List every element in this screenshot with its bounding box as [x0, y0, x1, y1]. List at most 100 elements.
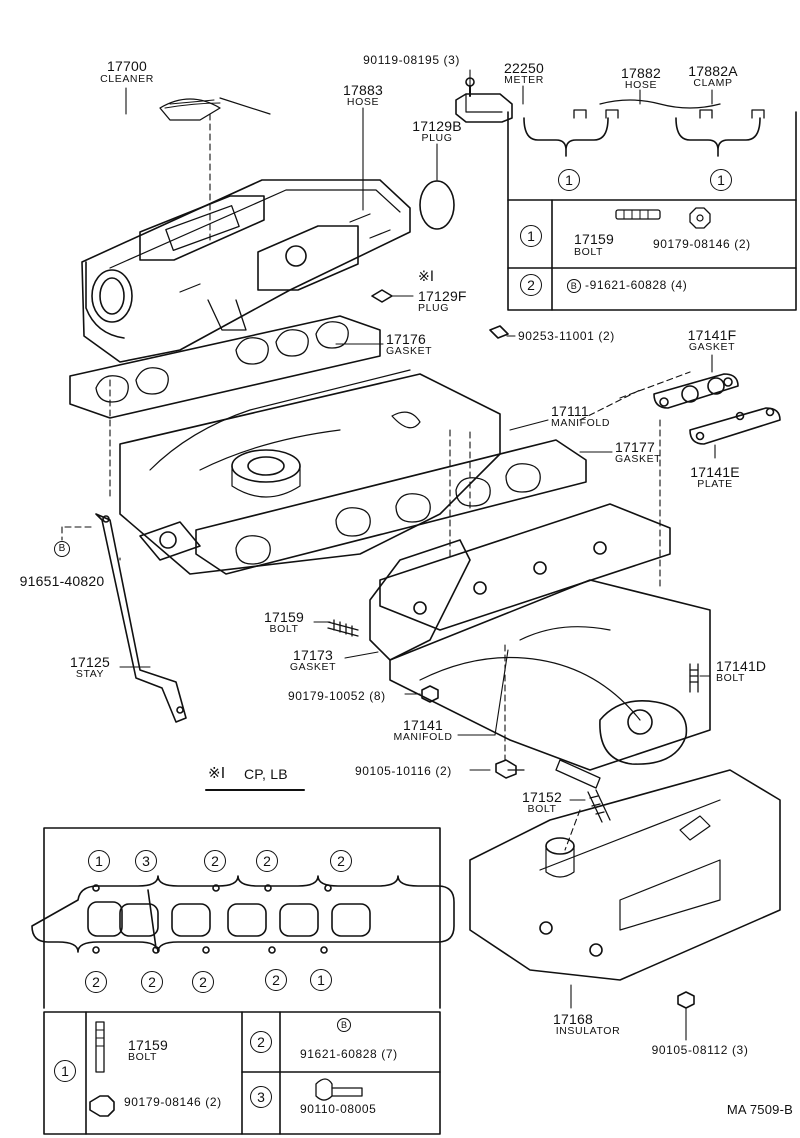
part-no-17700: 17700: [107, 58, 147, 74]
badge-b-91651: B: [54, 541, 70, 557]
part-no-17129f: 17129F: [418, 288, 467, 304]
part-no-17141e: 17141E: [690, 464, 740, 480]
assembly-dashes: [61, 113, 691, 851]
part-name-manifold-17111: MANIFOLD: [551, 417, 611, 429]
part-no-17141f: 17141F: [687, 327, 737, 343]
bolt-17159-stud: [327, 619, 359, 637]
note-text: CP, LB: [244, 766, 288, 782]
part-name-clamp: CLAMP: [693, 77, 733, 89]
part-no-17883: 17883: [343, 82, 383, 98]
insulator-17168: [469, 769, 781, 981]
lower-top-key-4: 2: [330, 850, 352, 872]
exhaust-manifold-17141: [379, 503, 711, 789]
part-no-17129b: 17129B: [412, 118, 462, 134]
upper-row1-bolt-name: BOLT: [574, 246, 604, 258]
lower-top-key-3: 2: [256, 850, 278, 872]
part-no-90179-10052: 90179-10052 (8): [288, 689, 386, 703]
part-no-17152: 17152: [522, 789, 562, 805]
lower-row1-key: 1: [54, 1060, 76, 1082]
upper-row2-sep: -: [585, 278, 590, 293]
hose-panel: [507, 99, 797, 311]
part-name-insulator: INSULATOR: [555, 1025, 621, 1037]
lower-top-key-2: 2: [204, 850, 226, 872]
part-no-90105-08112: 90105-08112 (3): [651, 1043, 749, 1057]
gasket-panel: [31, 827, 455, 1009]
upper-row1-key: 1: [520, 225, 542, 247]
part-no-17159: 17159: [264, 609, 304, 625]
upper-row1-bolt-no: 17159: [574, 231, 614, 247]
part-name-stay: STAY: [75, 668, 105, 680]
part-name-bolt-17141d: BOLT: [716, 672, 746, 684]
bolt-90105-10116: [495, 759, 525, 779]
mark-17129f: ※Ⅰ: [418, 268, 435, 284]
meter-part: [455, 77, 513, 123]
lower-row3-no: 90110-08005: [300, 1102, 377, 1116]
lower-bottom-key-0: 2: [85, 971, 107, 993]
part-name-gasket-17141f: GASKET: [688, 341, 736, 353]
badge-b-upper: B: [567, 279, 581, 293]
part-name-meter: METER: [504, 74, 544, 86]
part-name-cleaner: CLEANER: [100, 73, 154, 85]
part-no-17141d: 17141D: [716, 658, 767, 674]
upper-key-1a: 1: [558, 169, 580, 191]
part-no-90119-08195: 90119-08195 (3): [363, 53, 460, 67]
part-no-17111: 17111: [551, 403, 589, 419]
nut-90179-10052: [421, 685, 439, 703]
gasket-17176: [69, 315, 381, 419]
part-no-90105-10116: 90105-10116 (2): [355, 764, 452, 778]
pin-90253: [489, 325, 509, 339]
gasket-17141f: [653, 373, 739, 409]
part-no-17125: 17125: [70, 654, 110, 670]
part-name-plate: PLATE: [697, 478, 733, 490]
part-name-gasket-17176: GASKET: [386, 345, 433, 357]
cleaner-housing: [81, 97, 411, 363]
bolt-90105-08112: [677, 991, 695, 1009]
part-no-90253-11001: 90253-11001 (2): [518, 329, 615, 343]
gasket-17177: [195, 439, 587, 575]
part-name-bolt-17152: BOLT: [527, 803, 557, 815]
upper-row2-key: 2: [520, 274, 542, 296]
lower-bottom-key-2: 2: [192, 971, 214, 993]
part-no-17173: 17173: [293, 647, 333, 663]
part-name-plug-17129f: PLUG: [418, 302, 449, 314]
upper-row1-nut-no: 90179-08146 (2): [653, 237, 751, 251]
part-name-gasket-17177: GASKET: [615, 453, 662, 465]
gasket-17173: [369, 539, 471, 661]
lower-bottom-key-4: 1: [310, 969, 332, 991]
lower-row1-bolt-name: BOLT: [128, 1051, 158, 1063]
lower-row1-bolt-no: 17159: [128, 1037, 168, 1053]
plate-17141e: [689, 407, 781, 445]
lower-top-key-0: 1: [88, 850, 110, 872]
lower-row3-key: 3: [250, 1086, 272, 1108]
upper-key-1b: 1: [710, 169, 732, 191]
part-no-17176: 17176: [386, 331, 426, 347]
part-no-17177: 17177: [615, 439, 655, 455]
part-no-17882: 17882: [621, 65, 661, 81]
part-no-17141: 17141: [403, 717, 443, 733]
upper-row2: B-91621-60828 (4): [567, 279, 687, 293]
lower-row2-no: 91621-60828 (7): [300, 1047, 398, 1061]
lower-row2-key: 2: [250, 1031, 272, 1053]
part-name-bolt-17159: BOLT: [269, 623, 299, 635]
upper-row2-no: 91621-60828 (4): [589, 278, 688, 293]
part-no-22250: 22250: [504, 60, 544, 76]
part-no-17168: 17168: [553, 1011, 593, 1027]
bolt-17141d: [689, 663, 699, 693]
lower-row1-nut-no: 90179-08146 (2): [124, 1095, 222, 1109]
badge-b-lower-text: B: [337, 1018, 351, 1032]
plug-17129f: [371, 289, 393, 303]
part-name-hose-17882: HOSE: [624, 79, 658, 91]
part-name-gasket-17173: GASKET: [289, 661, 337, 673]
part-name-hose: HOSE: [346, 96, 380, 108]
note-mark: ※Ⅰ: [208, 765, 226, 782]
leader-lines: [119, 69, 716, 1041]
part-no-17882a: 17882A: [688, 63, 738, 79]
intake-manifold-17111: [119, 369, 501, 575]
figure-code: MA 7509-B: [726, 1102, 793, 1117]
part-name-plug: PLUG: [421, 132, 453, 144]
lower-spec-table: [43, 1011, 441, 1135]
plug-17129b: [419, 180, 455, 230]
lower-top-key-1: 3: [135, 850, 157, 872]
